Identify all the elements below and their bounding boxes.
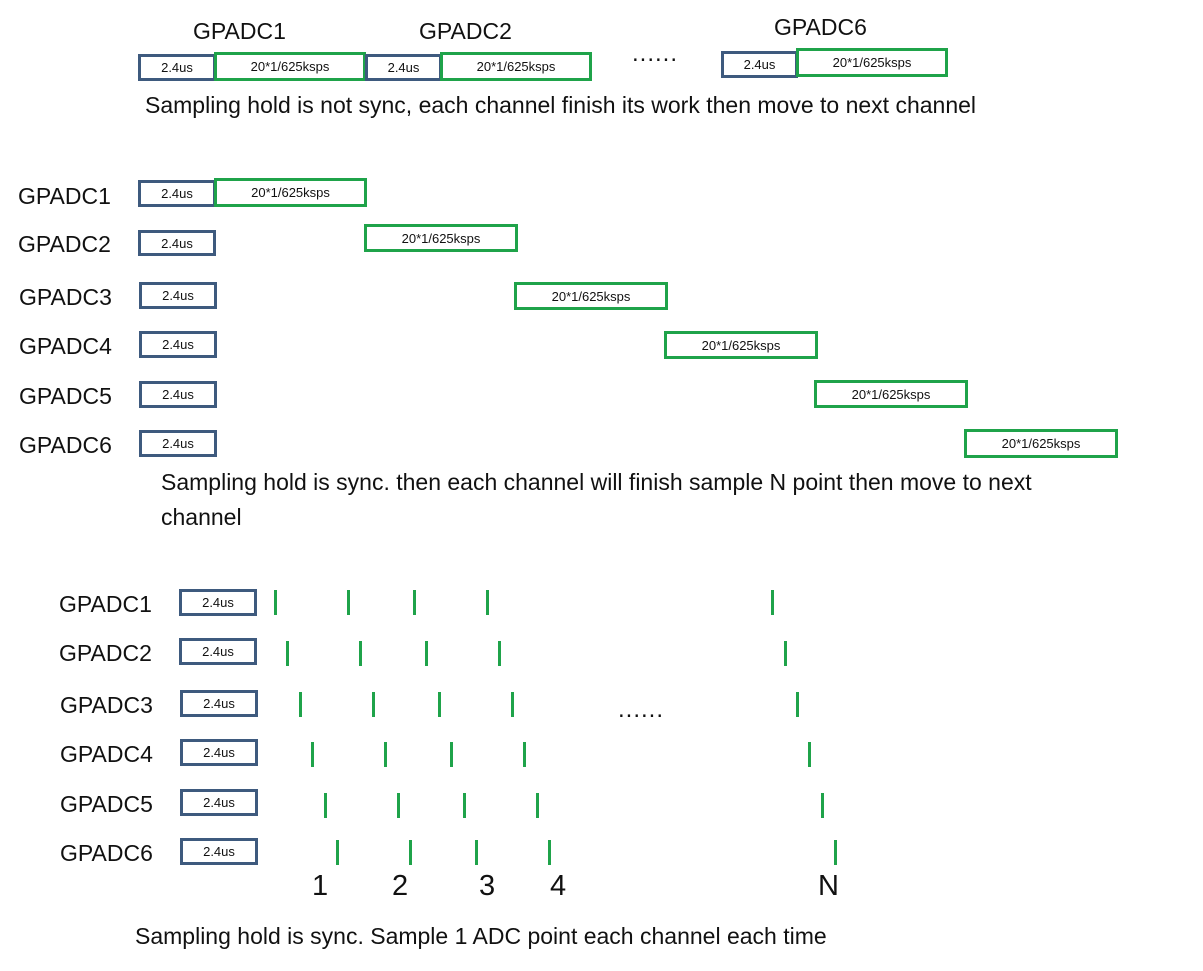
s3-hold-box: 2.4us	[179, 638, 257, 665]
sample-tick	[336, 840, 339, 865]
sample-number-1: 1	[312, 870, 329, 902]
s1-hold-box-6: 2.4us	[721, 51, 798, 78]
sample-tick	[486, 590, 489, 615]
sample-tick	[463, 793, 466, 818]
s1-convert-box-2: 20*1/625ksps	[440, 52, 592, 81]
s2-convert-box: 20*1/625ksps	[814, 380, 968, 408]
sample-tick	[324, 793, 327, 818]
s2-hold-box: 2.4us	[138, 230, 216, 256]
s2-hold-box: 2.4us	[139, 331, 217, 358]
sample-tick	[384, 742, 387, 767]
sample-tick	[425, 641, 428, 666]
s3-channel-label: GPADC3	[60, 692, 153, 718]
s2-convert-box: 20*1/625ksps	[214, 178, 367, 207]
s3-hold-box: 2.4us	[180, 739, 258, 766]
s2-channel-label: GPADC3	[19, 284, 112, 310]
s2-hold-box: 2.4us	[139, 381, 217, 408]
sample-tick	[536, 793, 539, 818]
sample-number-3: 3	[479, 870, 496, 902]
sample-tick	[475, 840, 478, 865]
sample-tick	[438, 692, 441, 717]
s2-channel-label: GPADC5	[19, 383, 112, 409]
sample-tick	[821, 793, 824, 818]
sample-tick	[498, 641, 501, 666]
s2-convert-box: 20*1/625ksps	[514, 282, 668, 310]
s1-caption: Sampling hold is not sync, each channel …	[145, 92, 977, 118]
sample-tick	[796, 692, 799, 717]
s2-channel-label: GPADC1	[18, 183, 111, 209]
sample-tick	[771, 590, 774, 615]
s2-caption-line-1: Sampling hold is sync. then each channel…	[161, 469, 1032, 495]
s2-channel-label: GPADC6	[19, 432, 112, 458]
sample-tick	[409, 840, 412, 865]
s2-convert-box: 20*1/625ksps	[664, 331, 818, 359]
sample-tick	[347, 590, 350, 615]
s1-hold-box-1: 2.4us	[138, 54, 216, 81]
sample-number-4: 4	[550, 870, 567, 902]
s3-hold-box: 2.4us	[180, 789, 258, 816]
sample-tick	[372, 692, 375, 717]
s1-ellipsis: ......	[632, 40, 679, 67]
s3-channel-label: GPADC6	[60, 840, 153, 866]
s2-hold-box: 2.4us	[139, 430, 217, 457]
s2-channel-label: GPADC2	[18, 231, 111, 257]
sample-tick	[511, 692, 514, 717]
s3-hold-box: 2.4us	[180, 838, 258, 865]
sample-tick	[397, 793, 400, 818]
sample-tick	[311, 742, 314, 767]
s1-label-gpadc6: GPADC6	[774, 14, 867, 40]
s1-label-gpadc2: GPADC2	[419, 18, 512, 44]
s1-convert-box-1: 20*1/625ksps	[214, 52, 366, 81]
s3-caption: Sampling hold is sync. Sample 1 ADC poin…	[135, 923, 827, 949]
s1-hold-box-2: 2.4us	[365, 54, 442, 81]
s3-channel-label: GPADC1	[59, 591, 152, 617]
sample-tick	[834, 840, 837, 865]
s3-hold-box: 2.4us	[179, 589, 257, 616]
sample-tick	[784, 641, 787, 666]
s2-convert-box: 20*1/625ksps	[964, 429, 1118, 458]
s2-hold-box: 2.4us	[139, 282, 217, 309]
s1-label-gpadc1: GPADC1	[193, 18, 286, 44]
sample-tick	[450, 742, 453, 767]
s2-caption-line-2: channel	[161, 504, 242, 530]
sample-tick	[286, 641, 289, 666]
sample-tick	[523, 742, 526, 767]
s1-convert-box-6: 20*1/625ksps	[796, 48, 948, 77]
s2-convert-box: 20*1/625ksps	[364, 224, 518, 252]
sample-number-2: 2	[392, 870, 409, 902]
sample-number-n: N	[818, 870, 839, 902]
sample-tick	[808, 742, 811, 767]
s2-hold-box: 2.4us	[138, 180, 216, 207]
s3-channel-label: GPADC5	[60, 791, 153, 817]
sample-tick	[548, 840, 551, 865]
s3-channel-label: GPADC2	[59, 640, 152, 666]
s3-ellipsis: ......	[618, 696, 665, 723]
sample-tick	[274, 590, 277, 615]
s3-hold-box: 2.4us	[180, 690, 258, 717]
sample-tick	[299, 692, 302, 717]
s2-channel-label: GPADC4	[19, 333, 112, 359]
s3-channel-label: GPADC4	[60, 741, 153, 767]
sample-tick	[359, 641, 362, 666]
sample-tick	[413, 590, 416, 615]
